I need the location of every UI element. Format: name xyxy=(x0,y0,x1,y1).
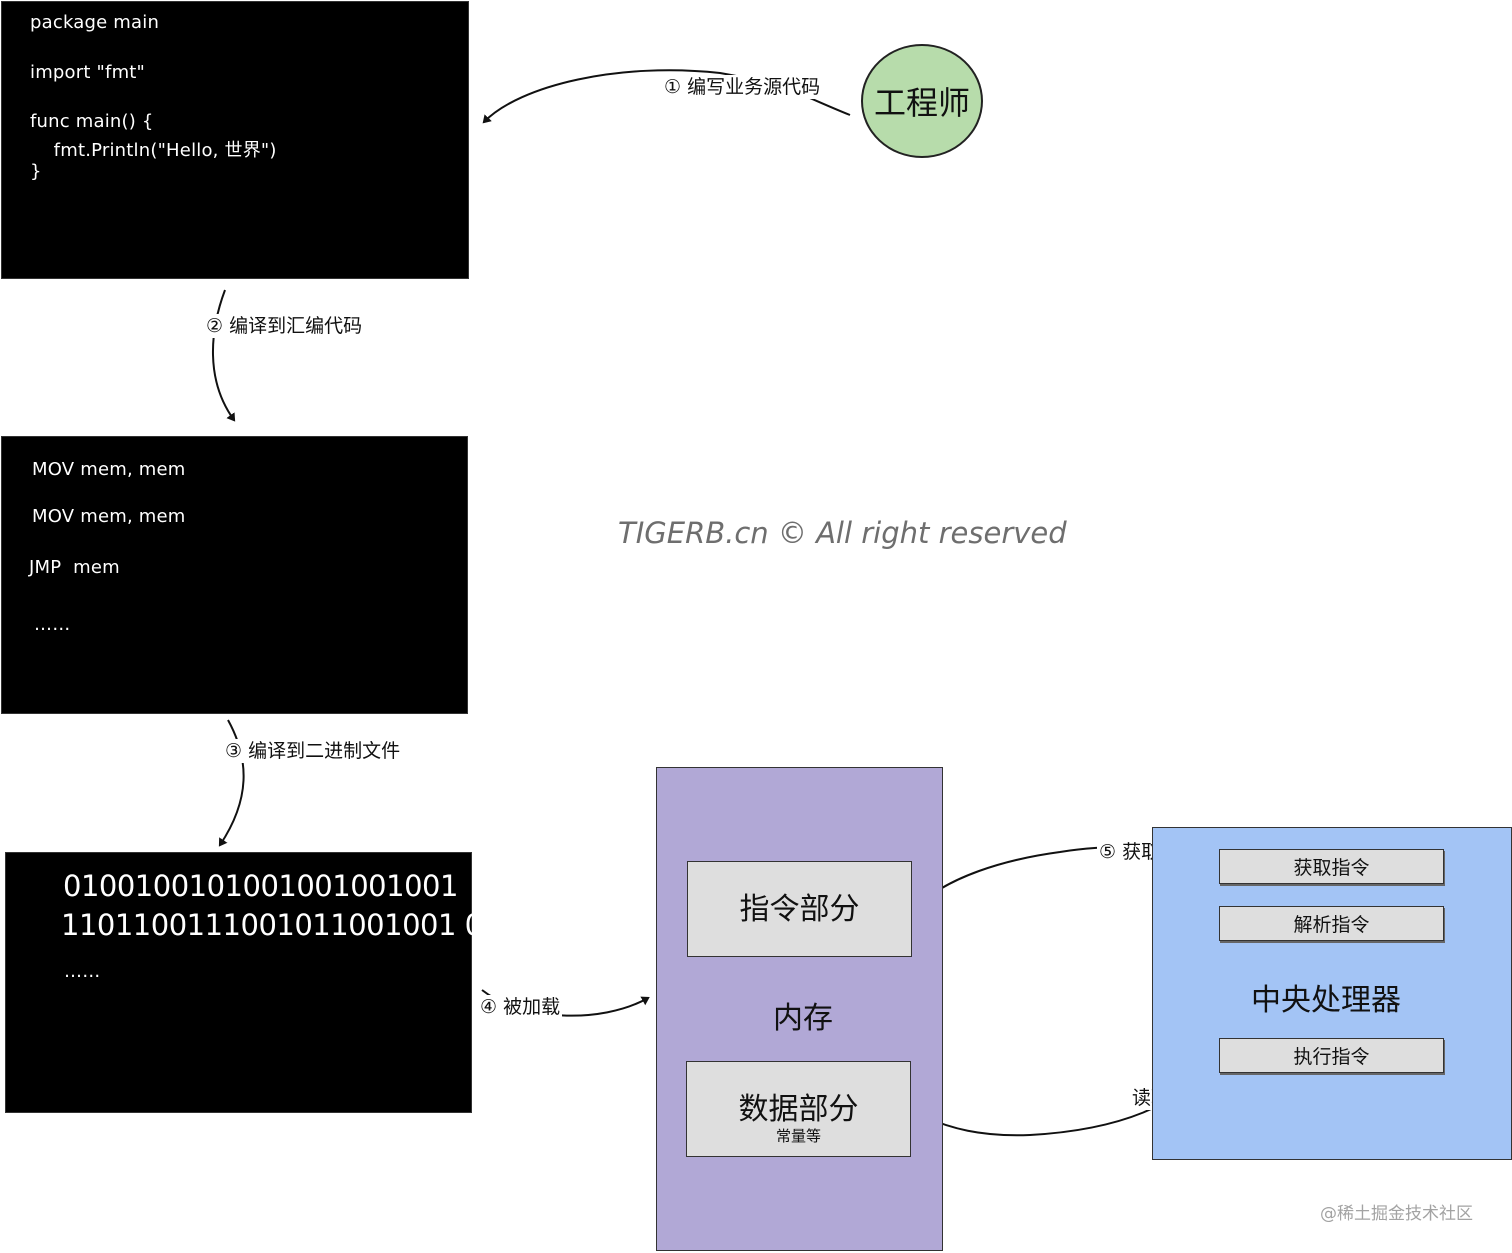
cpu-decode-label: 解析指令 xyxy=(1293,914,1370,936)
step-compile-asm-label: ② 编译到汇编代码 xyxy=(204,314,365,338)
memory-instruction-part: 指令部分 xyxy=(687,861,912,957)
arrow-compile-asm xyxy=(212,289,236,422)
memory-data-part: 数据部分 常量等 xyxy=(686,1061,911,1157)
memory-data-part-label: 数据部分 xyxy=(738,1092,859,1127)
memory-block xyxy=(656,767,943,1251)
source-code-line: func main() { xyxy=(30,111,154,132)
assembly-code-line: MOV mem, mem xyxy=(32,506,186,527)
engineer-node: 工程师 xyxy=(861,44,983,158)
assembly-code-line: JMP mem xyxy=(29,557,120,578)
watermark-text: TIGERB.cn © All right reserved xyxy=(618,516,1067,550)
source-code-line: } xyxy=(30,161,42,182)
cpu-execute-label: 执行指令 xyxy=(1293,1046,1370,1068)
source-code-line: package main xyxy=(30,12,160,33)
step-compile-bin-label: ③ 编译到二进制文件 xyxy=(223,739,403,763)
memory-label: 内存 xyxy=(773,1001,833,1036)
cpu-fetch-label: 获取指令 xyxy=(1293,857,1370,879)
binary-code-line: 1101100111001011001001 01 xyxy=(61,908,501,942)
binary-code-line: …… xyxy=(64,961,101,982)
engineer-label: 工程师 xyxy=(873,84,970,122)
memory-instruction-part-label: 指令部分 xyxy=(739,892,860,927)
cpu-fetch-instruction: 获取指令 xyxy=(1219,849,1444,884)
site-credit: @稀土掘金技术社区 xyxy=(1320,1204,1473,1224)
step-write-source-label: ① 编写业务源代码 xyxy=(662,75,823,99)
source-code-box: package main import "fmt" func main() { … xyxy=(1,1,469,279)
source-code-line: import "fmt" xyxy=(30,62,146,83)
binary-code-box: 0100100101001001001001 11011001110010110… xyxy=(5,852,501,1113)
binary-code-line: 0100100101001001001001 xyxy=(63,869,458,903)
step-load-label: ④ 被加载 xyxy=(478,995,563,1019)
assembly-code-box: MOV mem, mem MOV mem, mem JMP mem …… xyxy=(1,436,468,714)
assembly-code-line: …… xyxy=(34,614,71,635)
source-code-line: fmt.Println("Hello, 世界") xyxy=(30,140,277,161)
assembly-code-line: MOV mem, mem xyxy=(32,459,186,480)
arrow-compile-bin xyxy=(218,719,245,847)
cpu-decode-instruction: 解析指令 xyxy=(1219,906,1444,941)
memory-data-part-note: 常量等 xyxy=(775,1127,821,1145)
cpu-execute-instruction: 执行指令 xyxy=(1219,1038,1444,1073)
cpu-label: 中央处理器 xyxy=(1251,983,1401,1018)
